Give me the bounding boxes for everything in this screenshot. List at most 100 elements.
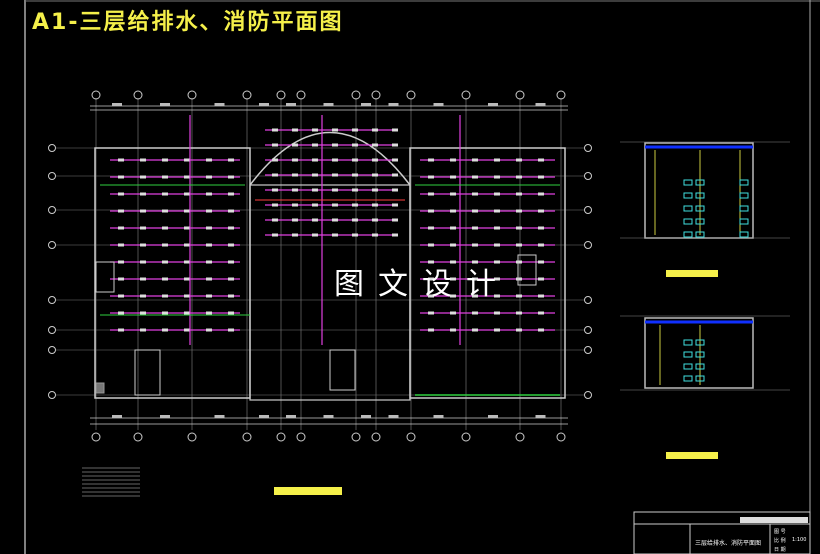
fixture <box>162 158 168 162</box>
fixture <box>516 226 522 230</box>
detail-label-2 <box>666 452 718 459</box>
fixture <box>516 294 522 298</box>
grid-bubble <box>371 90 381 100</box>
fixture <box>494 226 500 230</box>
fixture <box>450 192 456 196</box>
grid-bubble <box>187 90 197 100</box>
grid-bubble <box>515 432 525 442</box>
toilet <box>683 218 693 225</box>
fixture <box>162 260 168 264</box>
fixture <box>428 328 434 332</box>
fixture <box>472 226 478 230</box>
fixture <box>494 277 500 281</box>
dimension-text <box>433 103 444 106</box>
fixture <box>228 328 234 332</box>
title-block <box>633 511 811 554</box>
fixture <box>472 294 478 298</box>
grid-bubble <box>276 432 286 442</box>
fixture <box>206 243 212 247</box>
fixture <box>352 173 358 177</box>
fixture <box>352 233 358 237</box>
grid-bubble <box>242 90 252 100</box>
dimension-text <box>433 415 444 418</box>
drawing-title: A1-三层给排水、消防平面图 <box>32 10 344 35</box>
fixture <box>494 192 500 196</box>
fixture <box>538 175 544 179</box>
dimension-text <box>535 103 546 106</box>
fixture <box>372 233 378 237</box>
grid-bubble <box>351 432 361 442</box>
title-block-label-scale: 比 例 <box>774 538 786 544</box>
fixture <box>372 218 378 222</box>
fixture <box>472 260 478 264</box>
fixture <box>472 209 478 213</box>
dimension-text <box>214 103 225 106</box>
fixture <box>118 328 124 332</box>
dimension-text <box>286 415 296 418</box>
grid-bubble <box>48 346 56 354</box>
fixture <box>392 128 398 132</box>
toilet <box>695 375 705 382</box>
fixture <box>118 294 124 298</box>
toilet <box>695 351 705 358</box>
fixture <box>140 175 146 179</box>
fixture <box>162 328 168 332</box>
fixture <box>428 226 434 230</box>
title-block-label-date: 日 期 <box>774 547 786 553</box>
fixture <box>118 277 124 281</box>
title-block-label-number: 图 号 <box>774 529 786 535</box>
fixture <box>228 243 234 247</box>
fixture <box>292 128 298 132</box>
dimension-text <box>488 103 498 106</box>
fixture <box>538 294 544 298</box>
fixture <box>428 311 434 315</box>
fixture <box>206 294 212 298</box>
fixture <box>392 233 398 237</box>
grid-bubble <box>406 90 416 100</box>
fixture <box>272 233 278 237</box>
grid-bubble <box>371 432 381 442</box>
fixture <box>352 188 358 192</box>
grid-bubble <box>48 172 56 180</box>
fixture <box>332 233 338 237</box>
fixture <box>538 192 544 196</box>
fixture <box>372 128 378 132</box>
fixture <box>312 233 318 237</box>
fixture <box>140 158 146 162</box>
fixture <box>538 243 544 247</box>
toilet <box>683 231 693 238</box>
grid-bubble <box>91 432 101 442</box>
fixture <box>332 128 338 132</box>
fixture <box>450 328 456 332</box>
grid-bubble <box>48 241 56 249</box>
fixture <box>118 192 124 196</box>
grid-bubble <box>276 90 286 100</box>
fixture <box>312 218 318 222</box>
fixture <box>292 203 298 207</box>
fixture <box>140 328 146 332</box>
fixture <box>206 226 212 230</box>
fixture <box>494 260 500 264</box>
fixture <box>140 260 146 264</box>
fixture <box>162 209 168 213</box>
fixture <box>450 260 456 264</box>
fixture <box>352 158 358 162</box>
fixture <box>184 209 190 213</box>
grid-bubble <box>133 432 143 442</box>
grid-bubble <box>242 432 252 442</box>
grid-bubble <box>584 144 592 152</box>
fixture <box>228 209 234 213</box>
dimension-text <box>259 415 269 418</box>
grid-bubble <box>48 144 56 152</box>
toilet <box>683 375 693 382</box>
plan-label <box>274 487 342 495</box>
dimension-text <box>535 415 546 418</box>
fixture <box>292 173 298 177</box>
grid-bubble <box>584 326 592 334</box>
fixture <box>162 311 168 315</box>
fixture <box>140 311 146 315</box>
fixture <box>206 192 212 196</box>
fixture <box>392 173 398 177</box>
fixture <box>450 277 456 281</box>
